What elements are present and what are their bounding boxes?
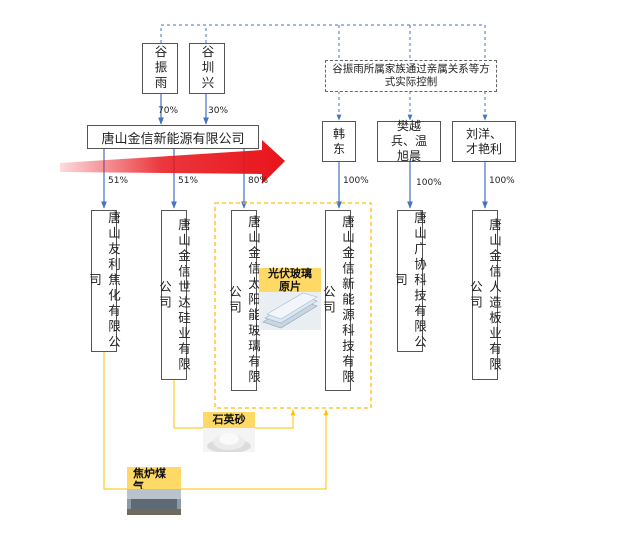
shareholder-gu-zhenyu: 谷振雨	[142, 43, 178, 94]
glass-cluster-box	[214, 202, 372, 409]
subsidiary-jinxin-tech: 唐山金信新能源科技有限公司	[321, 210, 355, 391]
pv-glass-label: 光伏玻璃原片	[259, 267, 321, 293]
coke-gas-card: 焦炉煤气	[127, 467, 181, 515]
pct-renzao: 100%	[489, 176, 515, 186]
holder-liu-cai: 刘洋、才艳利	[452, 121, 516, 162]
quartz-sand-label: 石英砂	[203, 412, 255, 428]
quartz-sand-card: 石英砂	[203, 412, 255, 453]
pct-youli: 51%	[108, 176, 129, 186]
pv-glass-card: 光伏玻璃原片	[259, 267, 321, 330]
pct-gu-zhenyu: 70%	[158, 106, 179, 116]
parent-company: 唐山金信新能源有限公司	[87, 125, 259, 149]
pct-gu-chuanxing: 30%	[208, 106, 229, 116]
subsidiary-taiyang: 唐山金信太阳能玻璃有限公司	[227, 210, 261, 391]
holder-han-dong: 韩东	[322, 121, 356, 162]
pct-jinxin-tech: 100%	[343, 176, 369, 186]
red-arrow	[60, 140, 285, 184]
shareholder-gu-chuanxing: 谷圳兴	[189, 43, 225, 94]
family-control-lines	[160, 24, 488, 121]
pct-shida: 51%	[178, 176, 199, 186]
gas-plant-image	[127, 489, 181, 515]
quartz-sand-image	[203, 428, 255, 453]
subsidiary-guangxie: 唐山广协科技有限公司	[393, 210, 427, 352]
subsidiary-youli: 唐山友利焦化有限公司	[87, 210, 121, 352]
holder-fan-wen: 樊越兵、温旭晨	[377, 119, 441, 163]
pct-guangxie: 100%	[416, 178, 442, 188]
coke-gas-label: 焦炉煤气	[127, 467, 181, 493]
glass-sheets-image	[259, 292, 321, 330]
pct-taiyang: 80%	[248, 176, 269, 186]
subsidiary-shida: 唐山金信世达硅业有限公司	[157, 210, 191, 380]
family-control-note: 谷振雨所属家族通过亲属关系等方式实际控制	[325, 60, 497, 92]
subsidiary-renzao: 唐山金信人造板业有限公司	[468, 210, 502, 380]
